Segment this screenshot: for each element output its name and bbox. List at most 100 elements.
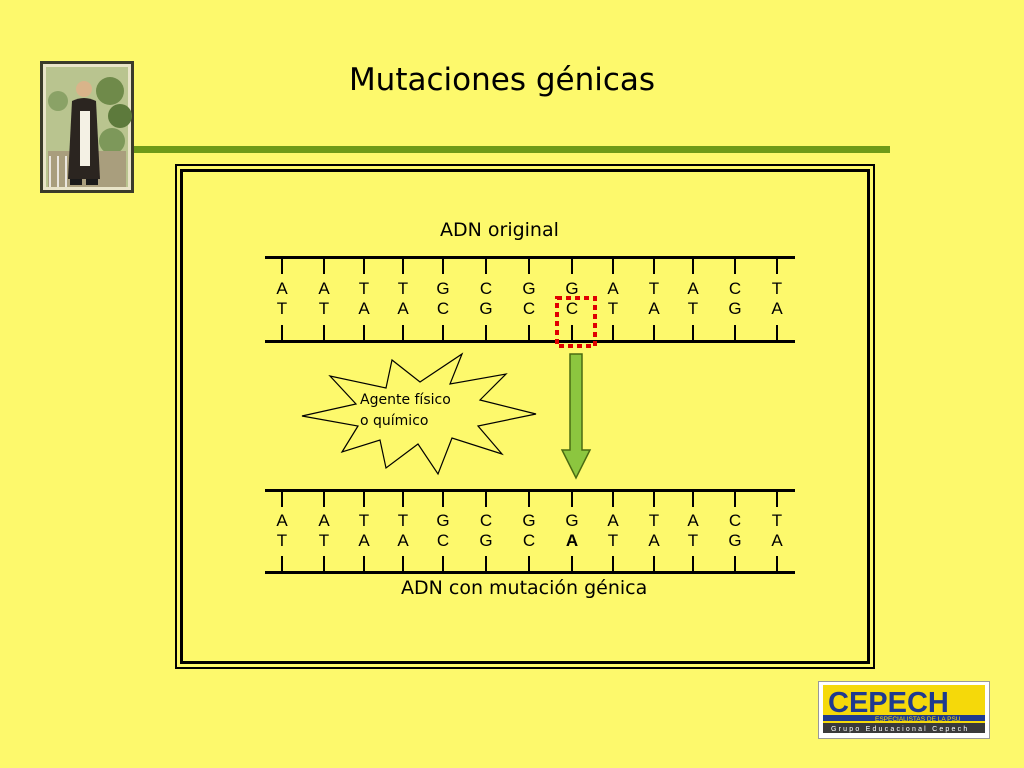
base-pair-tick (442, 556, 444, 571)
base-letter-top: G (522, 279, 536, 298)
base-pair-tick (402, 259, 404, 274)
monk-portrait-icon (40, 61, 134, 193)
base-pair-tick (734, 492, 736, 507)
base-letter-top: T (397, 511, 409, 530)
base-letter-top: A (318, 511, 330, 530)
base-pair-tick (363, 259, 365, 274)
svg-text:CEPECH: CEPECH (828, 687, 949, 719)
base-pair-tick (734, 556, 736, 571)
base-letter-bottom: G (728, 531, 742, 550)
base-pair-tick (281, 259, 283, 274)
base-pair-tick (653, 325, 655, 340)
base-letter-bottom: T (276, 531, 288, 550)
base-pair-tick (612, 259, 614, 274)
base-pair-tick (612, 492, 614, 507)
base-letter-top: A (607, 511, 619, 530)
base-pair-tick (281, 325, 283, 340)
base-pair-tick (776, 325, 778, 340)
base-letter-bottom: A (648, 531, 660, 550)
base-pair-tick (323, 492, 325, 507)
base-letter-bottom: T (318, 299, 330, 318)
base-letter-top: G (436, 511, 450, 530)
backbone-top (265, 256, 795, 259)
base-letter-top: G (565, 279, 579, 298)
base-letter-top: T (397, 279, 409, 298)
base-pair-tick (485, 259, 487, 274)
base-pair-tick (571, 325, 573, 340)
base-pair-tick (612, 556, 614, 571)
base-pair-tick (528, 556, 530, 571)
agent-label-line2: o químico (360, 413, 429, 429)
base-letter-bottom: T (687, 299, 699, 318)
base-letter-top: G (436, 279, 450, 298)
base-letter-bottom: A (771, 531, 783, 550)
base-pair-tick (653, 556, 655, 571)
base-letter-top: T (358, 511, 370, 530)
base-pair-tick (485, 325, 487, 340)
base-pair-tick (776, 492, 778, 507)
base-pair-tick (734, 325, 736, 340)
base-pair-tick (571, 259, 573, 274)
base-pair-tick (528, 492, 530, 507)
base-letter-top: A (607, 279, 619, 298)
base-pair-tick (776, 556, 778, 571)
base-pair-tick (485, 492, 487, 507)
base-letter-bottom: G (728, 299, 742, 318)
base-pair-tick (323, 325, 325, 340)
base-letter-top: G (522, 511, 536, 530)
base-pair-tick (323, 556, 325, 571)
base-letter-bottom: T (607, 531, 619, 550)
base-letter-bottom: C (565, 299, 579, 318)
base-letter-bottom: T (276, 299, 288, 318)
backbone-bottom (265, 571, 795, 574)
base-pair-tick (402, 325, 404, 340)
backbone-bottom (265, 340, 795, 343)
base-pair-tick (442, 492, 444, 507)
cepech-logo: CEPECH ESPECIALISTAS DE LA PSU Grupo Edu… (818, 681, 990, 739)
base-letter-bottom: T (607, 299, 619, 318)
title-underline (128, 146, 890, 153)
agent-label-line1: Agente físico (360, 392, 451, 408)
base-pair-tick (692, 492, 694, 507)
svg-text:Grupo Educacional Cepech: Grupo Educacional Cepech (831, 726, 969, 733)
mutated-base-letter: A (565, 531, 579, 550)
base-letter-bottom: T (318, 531, 330, 550)
base-pair-tick (442, 259, 444, 274)
base-letter-bottom: A (397, 299, 409, 318)
original-dna-heading: ADN original (440, 219, 559, 241)
base-pair-tick (692, 259, 694, 274)
base-letter-top: T (648, 511, 660, 530)
backbone-top (265, 489, 795, 492)
base-letter-bottom: C (522, 531, 536, 550)
base-letter-bottom: G (479, 531, 493, 550)
base-pair-tick (653, 492, 655, 507)
base-letter-bottom: A (397, 531, 409, 550)
base-letter-bottom: C (436, 299, 450, 318)
base-letter-bottom: A (771, 299, 783, 318)
base-pair-tick (571, 556, 573, 571)
base-letter-top: A (318, 279, 330, 298)
base-letter-bottom: A (648, 299, 660, 318)
base-letter-top: C (479, 279, 493, 298)
base-pair-tick (363, 325, 365, 340)
base-pair-tick (692, 556, 694, 571)
base-letter-top: A (687, 279, 699, 298)
base-pair-tick (776, 259, 778, 274)
base-pair-tick (402, 556, 404, 571)
base-pair-tick (442, 325, 444, 340)
base-letter-bottom: C (436, 531, 450, 550)
base-letter-bottom: T (687, 531, 699, 550)
base-letter-bottom: C (522, 299, 536, 318)
mutation-arrow (560, 352, 592, 480)
base-letter-top: A (276, 511, 288, 530)
base-letter-bottom: G (479, 299, 493, 318)
base-letter-top: T (771, 279, 783, 298)
base-pair-tick (528, 325, 530, 340)
base-pair-tick (363, 492, 365, 507)
base-pair-tick (692, 325, 694, 340)
base-pair-tick (734, 259, 736, 274)
base-letter-top: G (565, 511, 579, 530)
base-pair-tick (281, 556, 283, 571)
base-pair-tick (485, 556, 487, 571)
base-pair-tick (402, 492, 404, 507)
